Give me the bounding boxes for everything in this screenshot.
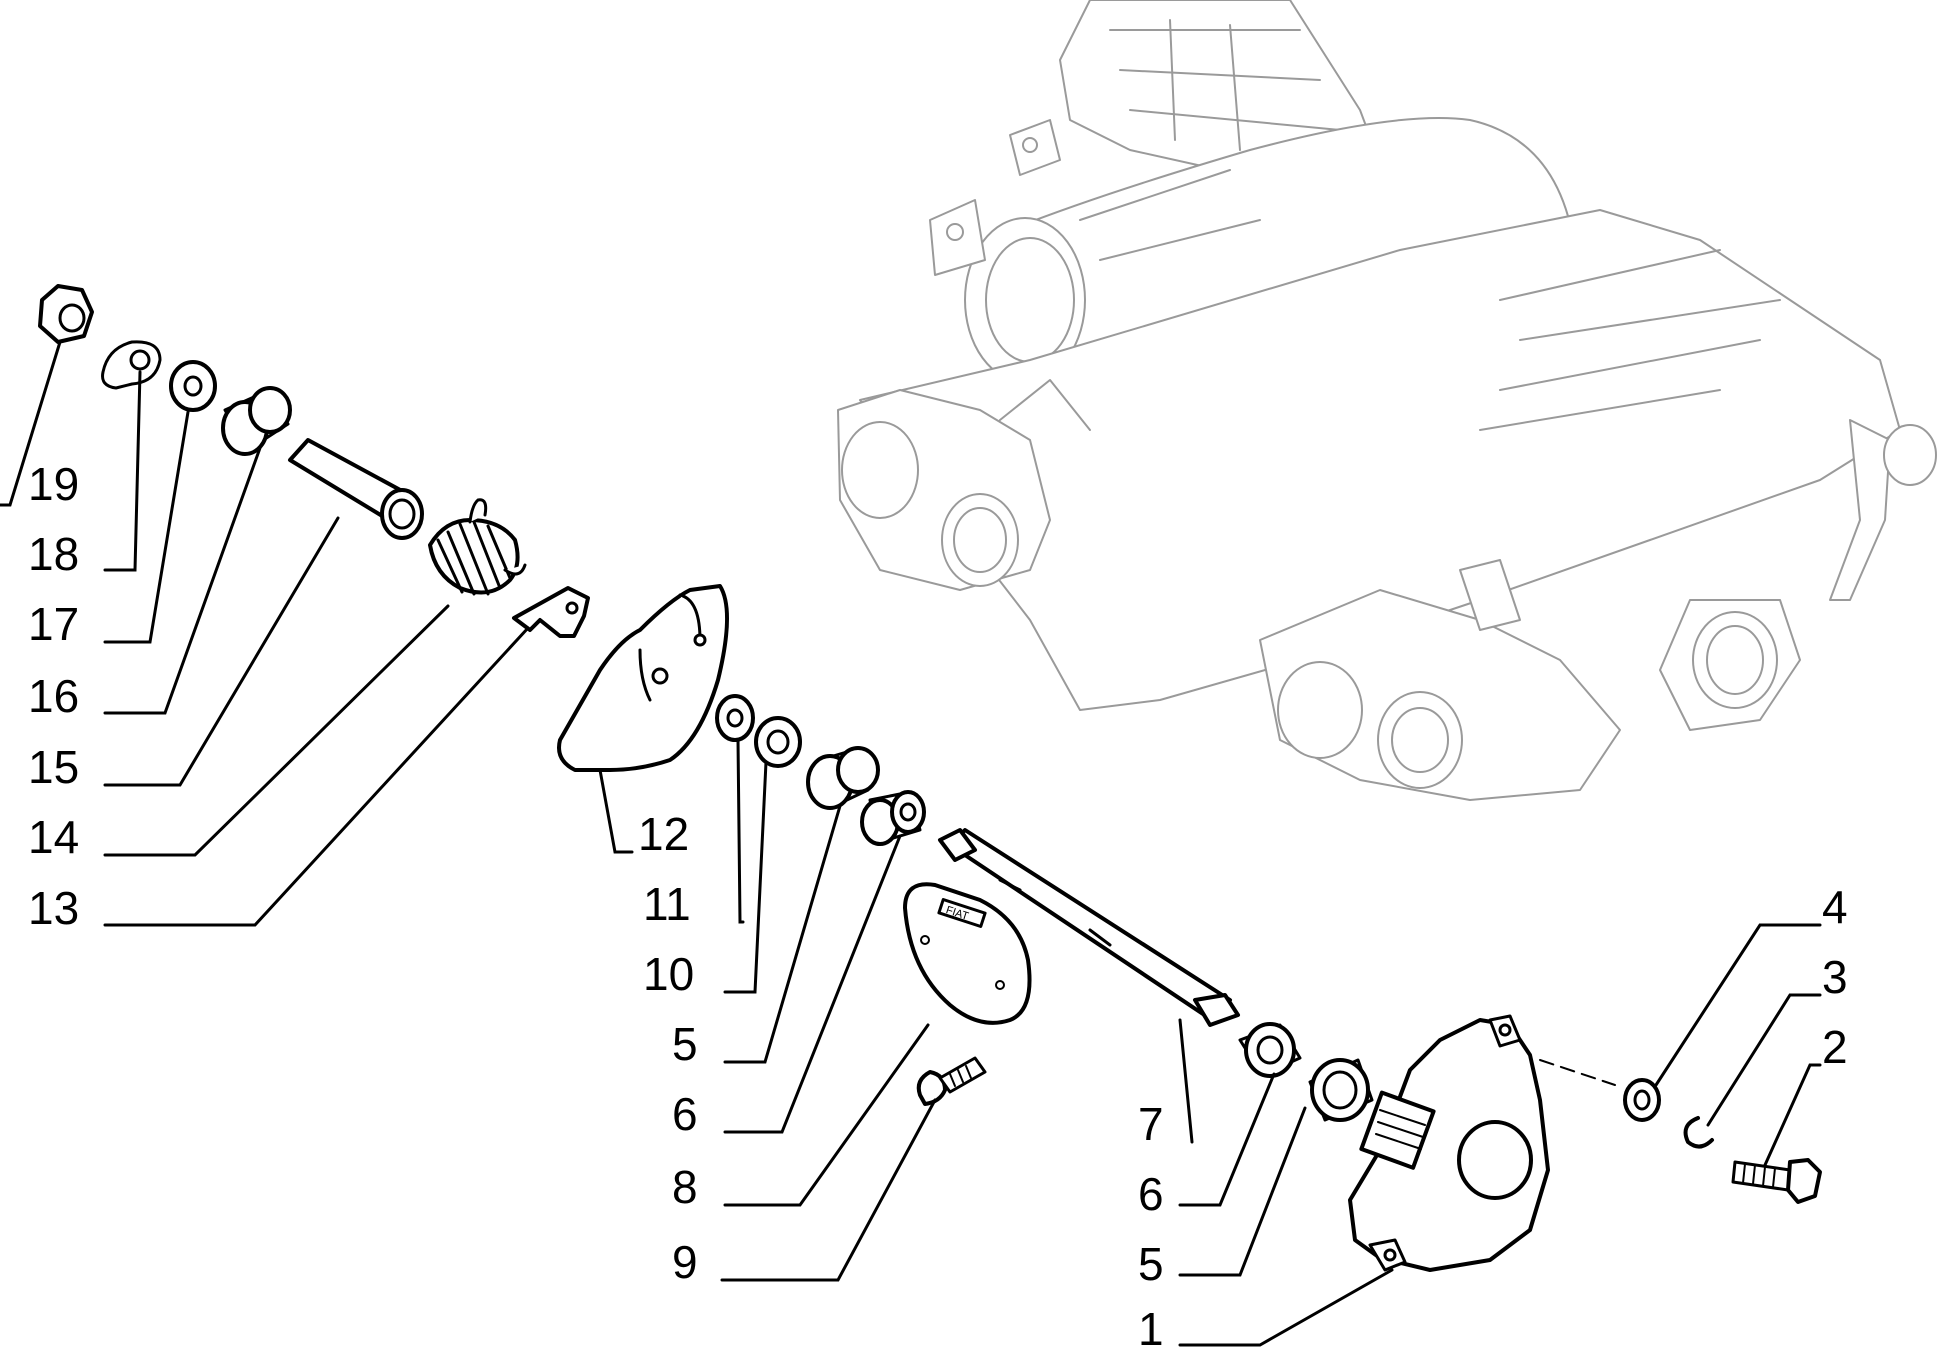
callout-19: 19 [28,458,79,510]
callout-1: 1 [1138,1303,1164,1350]
alignment-line [1539,1059,1616,1086]
part-5-bushing-upper [806,746,880,810]
callout-5-lower: 5 [1138,1238,1164,1290]
part-10-washer [754,716,802,768]
callout-numbers: 19 18 17 16 15 14 13 12 11 10 5 6 8 9 7 … [28,458,1848,1350]
callout-3: 3 [1822,951,1848,1003]
callout-4: 4 [1822,881,1848,933]
leader-lines [0,340,1822,1347]
part-4-washer [1623,1078,1661,1122]
callout-6-lower: 6 [1138,1168,1164,1220]
part-7-shaft [938,828,1240,1027]
part-17-washer [169,360,217,412]
callout-12: 12 [638,808,689,860]
throttle-body-housing-ghost [837,0,1937,801]
callout-18: 18 [28,528,79,580]
callout-2: 2 [1822,1021,1848,1073]
part-16-bushing [221,386,292,456]
part-15-sleeve [288,438,424,540]
callout-10: 10 [643,948,694,1000]
callout-8: 8 [672,1161,698,1213]
part-18-tab-washer [101,340,162,390]
part-5-bushing-lower [1308,1058,1374,1122]
part-19-nut [38,284,94,344]
part-12-lever-plate [557,584,729,772]
callout-6-upper: 6 [672,1088,698,1140]
part-3-spring-washer [1683,1116,1714,1149]
parts: FIAT [38,284,1822,1272]
callout-14: 14 [28,811,79,863]
part-11-ring [715,694,755,742]
part-14-spring [428,498,527,596]
callout-13: 13 [28,882,79,934]
part-2-bolt [1731,1158,1822,1204]
part-8-cover-disc: FIAT [903,882,1032,1025]
callout-17: 17 [28,598,79,650]
callout-11: 11 [643,878,691,930]
callout-5-upper: 5 [672,1018,698,1070]
callout-7: 7 [1138,1098,1164,1150]
callout-15: 15 [28,741,79,793]
callout-9: 9 [672,1236,698,1288]
callout-16: 16 [28,670,79,722]
part-6-bushing-upper [860,790,926,846]
part-13-clip [512,586,590,638]
part-1-position-sensor [1348,1014,1550,1272]
part-6-bushing-lower [1238,1022,1302,1078]
part-9-screw [916,1056,987,1106]
